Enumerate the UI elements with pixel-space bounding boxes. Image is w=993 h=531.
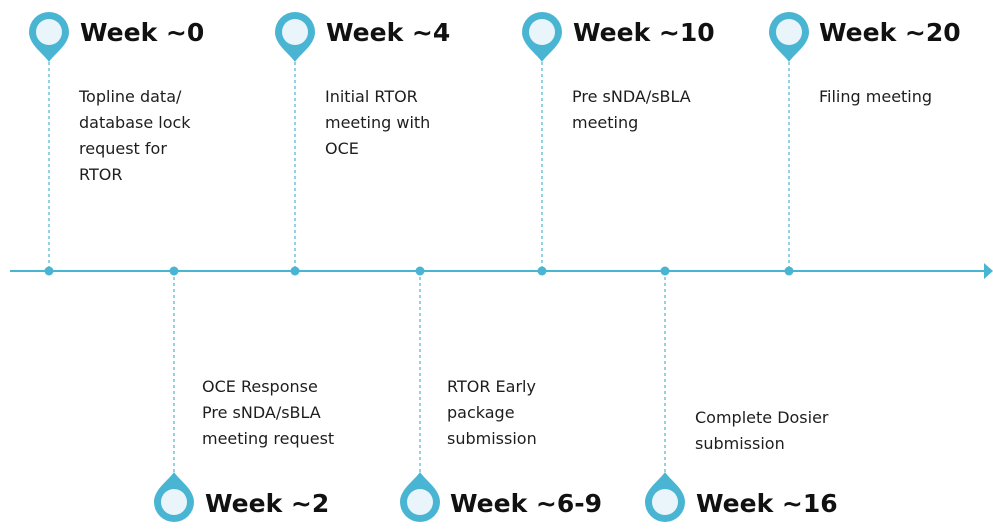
map-pin-icon bbox=[400, 472, 440, 522]
week-label: Week ~20 bbox=[819, 18, 961, 47]
week-label: Week ~16 bbox=[696, 489, 838, 518]
axis-dot-week-6-9 bbox=[415, 266, 425, 276]
milestone-description: Pre sNDA/sBLA meeting bbox=[572, 87, 691, 132]
timeline-arrowhead bbox=[984, 263, 993, 279]
axis-dot-week-16 bbox=[660, 266, 670, 276]
map-pin-icon bbox=[522, 12, 562, 62]
milestone-description: Complete Dosier submission bbox=[695, 408, 829, 453]
milestone-description: Topline data/ database lock request for … bbox=[79, 87, 191, 184]
week-label: Week ~6-9 bbox=[450, 489, 603, 518]
map-pin-icon bbox=[29, 12, 69, 62]
week-label: Week ~4 bbox=[326, 18, 451, 47]
week-label: Week ~10 bbox=[573, 18, 715, 47]
week-label: Week ~2 bbox=[205, 489, 330, 518]
map-pin-icon bbox=[645, 472, 685, 522]
milestone-description: Filing meeting bbox=[819, 87, 933, 106]
axis-dot-week-10 bbox=[537, 266, 547, 276]
milestone-description: OCE Response Pre sNDA/sBLA meeting reque… bbox=[202, 377, 335, 448]
axis-dot-week-4 bbox=[290, 266, 300, 276]
week-label: Week ~0 bbox=[80, 18, 205, 47]
milestone-description: Initial RTOR meeting with OCE bbox=[325, 87, 431, 158]
map-pin-icon bbox=[769, 12, 809, 62]
map-pin-icon bbox=[154, 472, 194, 522]
axis-dot-week-2 bbox=[169, 266, 179, 276]
axis-dot-week-20 bbox=[784, 266, 794, 276]
map-pin-icon bbox=[275, 12, 315, 62]
axis-dot-week-0 bbox=[44, 266, 54, 276]
milestone-description: RTOR Early package submission bbox=[447, 377, 537, 448]
